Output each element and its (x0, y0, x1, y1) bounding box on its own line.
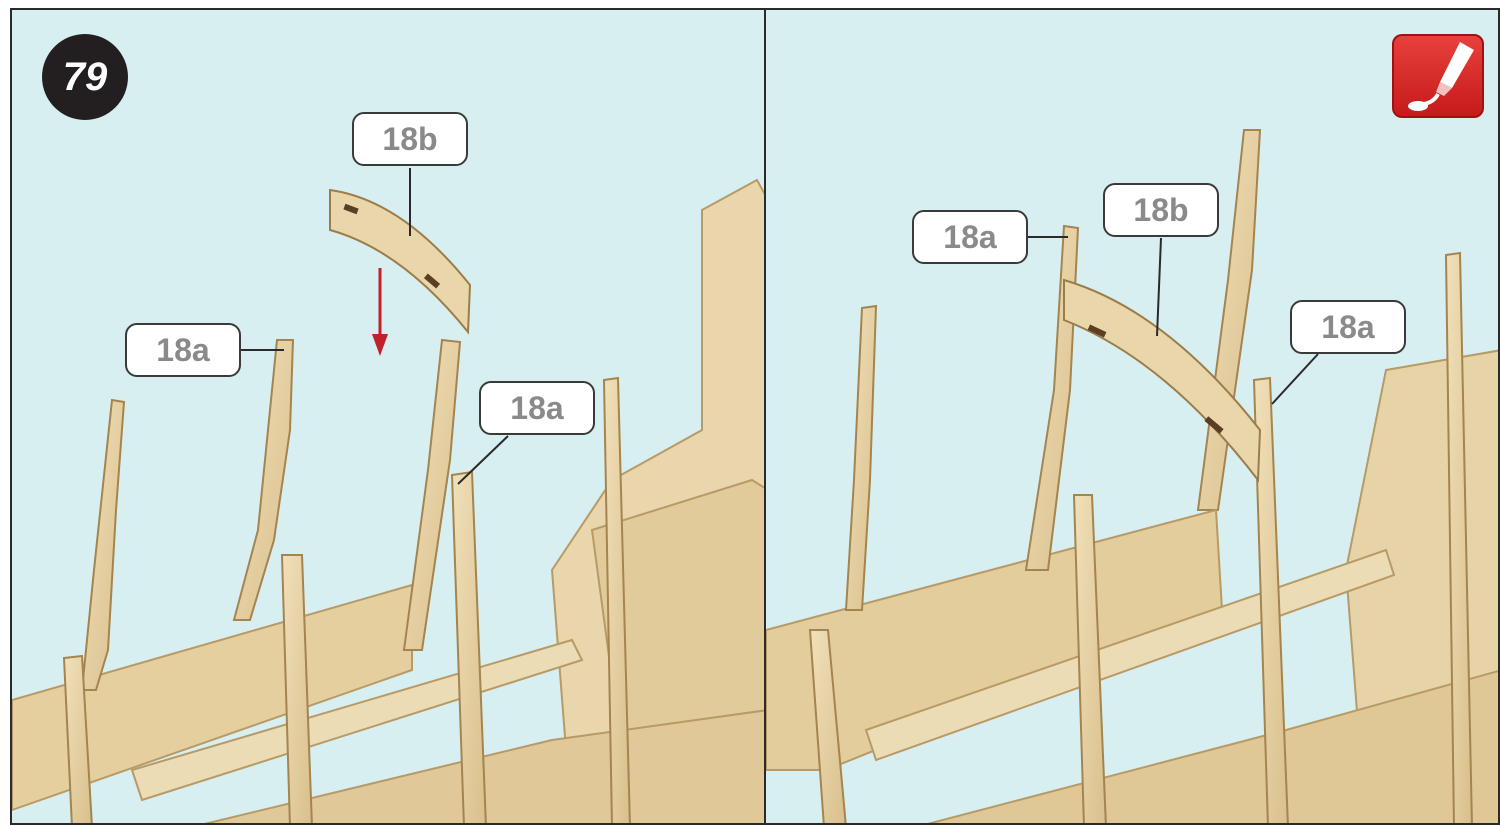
glue-bottle-icon (1392, 34, 1484, 118)
step-number-badge: 79 (42, 34, 128, 120)
label-part-18a-right-2: 18a (1290, 300, 1406, 354)
label-part-18b-left: 18b (352, 112, 468, 166)
label-part-18a-left-1: 18a (125, 323, 241, 377)
label-part-18a-left-2: 18a (479, 381, 595, 435)
label-part-18b-right: 18b (1103, 183, 1219, 237)
label-part-18a-right-1: 18a (912, 210, 1028, 264)
